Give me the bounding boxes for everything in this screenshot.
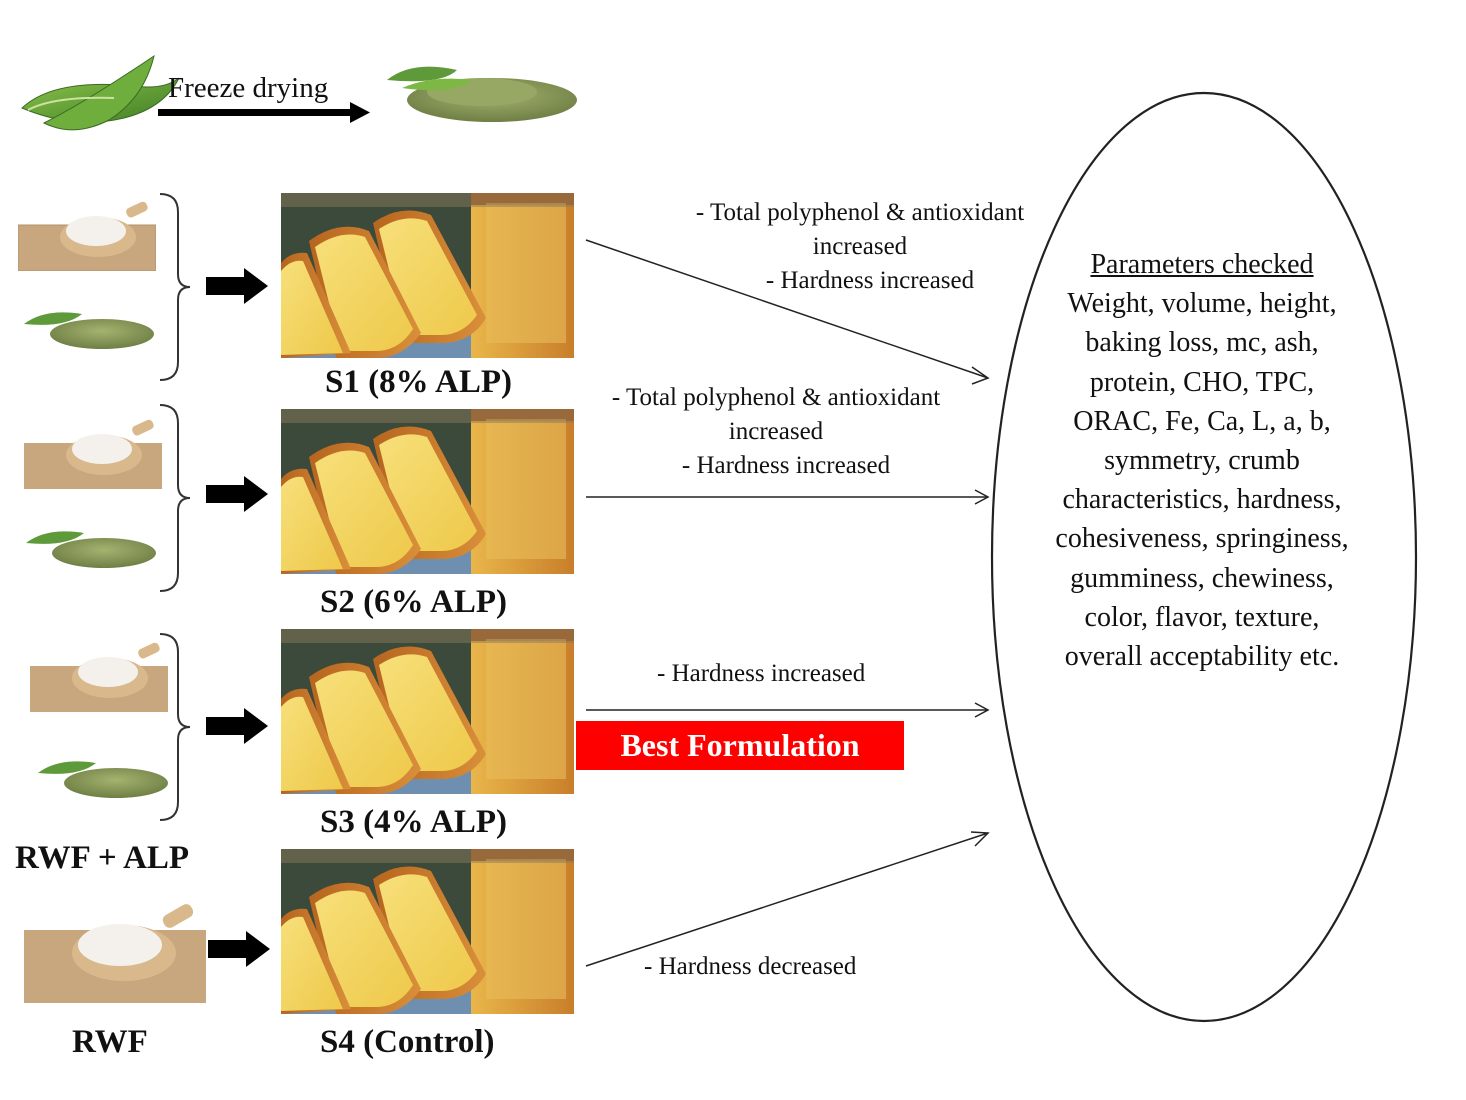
parameters-checked: Parameters checked Weight, volume, heigh… — [1052, 245, 1352, 676]
sample-label-s4: S4 (Control) — [320, 1024, 495, 1060]
flour-scoop-image — [24, 413, 162, 489]
finding-s4: - Hardness decreased — [644, 953, 857, 980]
cake-slices-image — [281, 409, 574, 574]
sample-label-s2: S2 (6% ALP) — [320, 584, 508, 620]
aloe-powder-image — [34, 745, 172, 803]
freeze-drying-label: Freeze drying — [168, 72, 329, 104]
best-formulation-badge: Best Formulation — [576, 721, 904, 770]
group-bracket — [158, 632, 198, 822]
finding-s1-line1: - Total polyphenol & antioxidant — [695, 199, 1025, 226]
flour-scoop-image — [24, 895, 206, 1003]
sample-label-s3: S3 (4% ALP) — [320, 804, 508, 840]
thick-arrow-icon — [208, 931, 270, 967]
aloe-leaf-image — [14, 48, 184, 138]
aloe-powder-image — [20, 296, 158, 354]
finding-s3: - Hardness increased — [657, 660, 866, 687]
aloe-powder-image — [382, 50, 582, 125]
cake-slices-image — [281, 849, 574, 1014]
aloe-powder-image — [22, 515, 160, 573]
finding-s1-line3: - Hardness increased — [765, 267, 975, 294]
freeze-drying-arrow — [158, 102, 370, 124]
finding-s2-line3: - Hardness increased — [681, 452, 891, 479]
finding-s2: - Total polyphenol & antioxidant increas… — [566, 381, 986, 483]
group-bracket — [158, 403, 198, 593]
group-bracket — [158, 192, 198, 382]
sample-label-s1: S1 (8% ALP) — [325, 364, 513, 400]
finding-s1: - Total polyphenol & antioxidant increas… — [650, 196, 1070, 298]
flour-scoop-image — [18, 195, 156, 271]
parameters-title: Parameters checked — [1090, 249, 1314, 280]
thick-arrow-icon — [206, 268, 268, 304]
flour-scoop-image — [30, 636, 168, 712]
cake-slices-image — [281, 193, 574, 358]
parameters-list: Weight, volume, height, baking loss, mc,… — [1055, 288, 1349, 673]
finding-s2-line1: - Total polyphenol & antioxidant — [611, 384, 941, 411]
cake-slices-image — [281, 629, 574, 794]
finding-s2-line2: increased — [728, 418, 824, 445]
rwf-label: RWF — [72, 1024, 148, 1060]
rwf-alp-label: RWF + ALP — [15, 840, 190, 876]
finding-s1-line2: increased — [812, 233, 908, 260]
thick-arrow-icon — [206, 708, 268, 744]
thick-arrow-icon — [206, 476, 268, 512]
